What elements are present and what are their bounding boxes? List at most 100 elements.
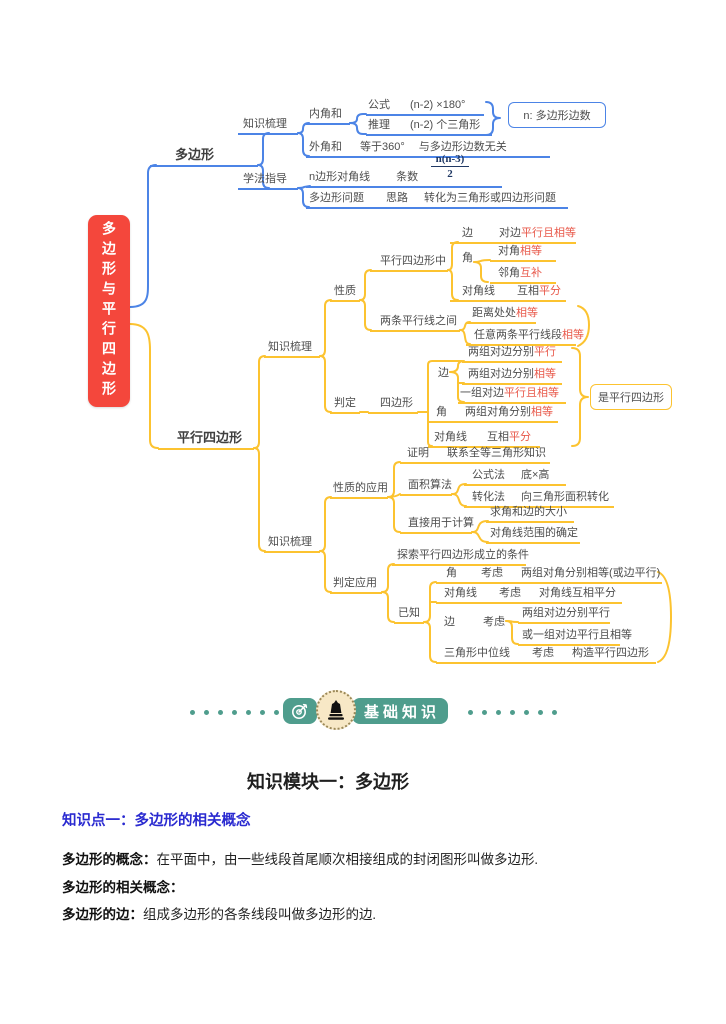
map-node-text: 求角和边的大小 [490, 506, 567, 518]
map-node-text: 证明 [407, 447, 429, 459]
map-node-yz_b2: 或一组对边平行且相等 [518, 628, 632, 646]
map-node-text: 边 [444, 616, 455, 628]
map-node-linjiao: 邻角互补 [490, 266, 556, 284]
seal-icon [328, 700, 344, 720]
map-node-text: 两组对角分别相等(或边平行) [521, 567, 661, 579]
map-node-text: 多边形 [175, 147, 215, 162]
map-node-pd_jiao: 角两组对角分别相等 [428, 405, 558, 423]
map-node-text: 平行且相等 [504, 387, 559, 399]
map-node-text: 互相 [487, 431, 509, 443]
map-node-text: 直接用于计算 [408, 517, 474, 529]
map-node-djx_fanwei: 对角线范围的确定 [486, 526, 580, 544]
map-node-text: 思路 [386, 192, 408, 204]
fraction-numerator: n(n-3) [435, 153, 465, 165]
diagonal-count-formula: n(n-3) 2 [428, 153, 472, 180]
map-node-text: 对角 [498, 245, 520, 257]
map-node-text: 边 [438, 367, 449, 379]
map-node-text: 互相 [517, 285, 539, 297]
map-node-text: 任意两条平行线段 [474, 329, 562, 341]
map-node-text: 等于360° [360, 141, 405, 153]
map-node-text: 条数 [396, 171, 419, 183]
map-node-xz_app: 性质的应用 [330, 481, 388, 499]
map-node-text: 考虑 [499, 587, 521, 599]
dots-right [468, 710, 557, 715]
map-node-zhuanhuafa: 转化法向三角形面积转化 [464, 490, 614, 508]
map-node-text: (n-2) ×180° [410, 99, 466, 111]
map-node-yz_djx: 对角线考虑对角线互相平分 [436, 586, 622, 604]
map-node-neijiao: 内角和 [306, 107, 350, 125]
map-node-text: (n-2) 个三角形 [410, 119, 481, 131]
map-node-text: 角 [446, 567, 457, 579]
map-node-text: 外角和 [309, 141, 342, 153]
map-node-liangtiao: 两条平行线之间 [370, 314, 460, 332]
map-node-text: 面积算法 [408, 479, 452, 491]
map-node-text: 判定 [334, 397, 356, 409]
map-node-text: 两组对边分别平行 [522, 607, 610, 619]
fraction-bar [431, 166, 469, 167]
map-node-kn3: 知识梳理 [264, 535, 320, 553]
map-node-text: 对角线范围的确定 [490, 527, 578, 539]
map-node-poly: 多边形 [150, 147, 258, 167]
map-node-text: 两组对角分别 [465, 406, 531, 418]
map-node-text: 探索平行四边形成立的条件 [397, 549, 529, 561]
map-node-djx1: 对角线互相平分 [450, 284, 566, 302]
map-node-text: 两组对边分别 [468, 346, 534, 358]
map-node-text: 边 [462, 227, 473, 239]
map-node-text: 相等 [534, 368, 556, 380]
map-node-text: 四边形 [380, 397, 413, 409]
map-node-text: 性质 [334, 285, 356, 297]
map-node-pd_djx: 对角线 互相平分 [428, 430, 540, 448]
map-node-panding: 判定 [330, 396, 360, 414]
map-node-text: 对角线 [444, 587, 477, 599]
map-node-bian1: 边 对边平行且相等 [450, 226, 576, 244]
map-node-text: 平分 [509, 431, 531, 443]
map-node-text: 已知 [398, 607, 420, 619]
result-box-parallelogram: 是平行四边形 [590, 384, 672, 410]
mindmap-connector-lines [129, 101, 672, 663]
paragraph-lead: 多边形的概念： [62, 852, 157, 867]
map-node-text: n边形对角线 [309, 171, 371, 183]
paragraph-body: 在平面中，由一些线段首尾顺次相接组成的封闭图形叫做多边形. [156, 852, 538, 867]
map-node-pxsbzhong: 平行四边形中 [370, 254, 448, 272]
map-node-text: 判定应用 [333, 577, 377, 589]
section-divider-badge: 基础知识 [0, 688, 726, 730]
map-node-zhengming: 证明 联系全等三角形知识 [400, 446, 550, 464]
map-node-text: 构造平行四边形 [572, 647, 649, 659]
map-node-yz_jiao: 角考虑两组对角分别相等(或边平行) [436, 566, 662, 584]
map-node-wenti: 多边形问题思路转化为三角形或四边形问题 [306, 191, 568, 209]
map-node-text: 向三角形面积转化 [521, 491, 609, 503]
map-node-text: 平行四边形中 [380, 255, 446, 267]
map-node-text: 对边 [499, 227, 521, 239]
map-node-duijiaoxian: n边形对角线 条数 [306, 170, 502, 188]
map-node-text: 对角线 [434, 431, 467, 443]
map-node-gongshifa: 公式法底×高 [464, 468, 566, 486]
map-node-text: 公式 [368, 99, 390, 111]
map-node-text: 与多边形边数无关 [418, 141, 507, 153]
map-node-tansuo: 探索平行四边形成立的条件 [392, 548, 529, 566]
map-node-text: 公式法 [472, 469, 505, 481]
map-node-text: 平行且相等 [521, 227, 576, 239]
mindmap-nodes: 多边形知识梳理内角和公式(n-2) ×180°推理(n-2) 个三角形外角和等于… [150, 99, 662, 664]
map-node-zhijie: 直接用于计算 [400, 516, 474, 534]
map-node-text: 考虑 [532, 647, 554, 659]
paragraph-edge-definition: 多边形的边：组成多边形的各条线段叫做多边形的边. [62, 903, 682, 923]
target-icon-pill [283, 698, 317, 724]
map-node-text: 平分 [539, 285, 561, 297]
map-node-text: 多边形问题 [309, 192, 364, 204]
map-node-text: 平行 [534, 346, 556, 358]
map-node-sibianxing: 四边形 [368, 396, 418, 414]
map-node-qiujiao: 求角和边的大小 [486, 505, 574, 523]
map-node-yz_bian: 边考虑 [444, 615, 505, 629]
map-node-para: 平行四边形 [158, 430, 254, 450]
map-node-kn2: 知识梳理 [264, 340, 320, 358]
map-node-text: 知识梳理 [243, 118, 287, 130]
map-node-text: 互补 [520, 267, 542, 279]
map-node-text: 平行四边形 [177, 430, 243, 445]
map-node-text: 相等 [520, 245, 542, 257]
map-node-waijiao: 外角和 等于360° 与多边形边数无关 [306, 140, 550, 158]
map-node-pd_b2: 两组对边分别相等 [462, 367, 562, 385]
map-node-text: 三角形中位线 [444, 647, 510, 659]
map-node-text: 联系全等三角形知识 [447, 447, 546, 459]
map-node-text: 一组对边 [460, 387, 504, 399]
